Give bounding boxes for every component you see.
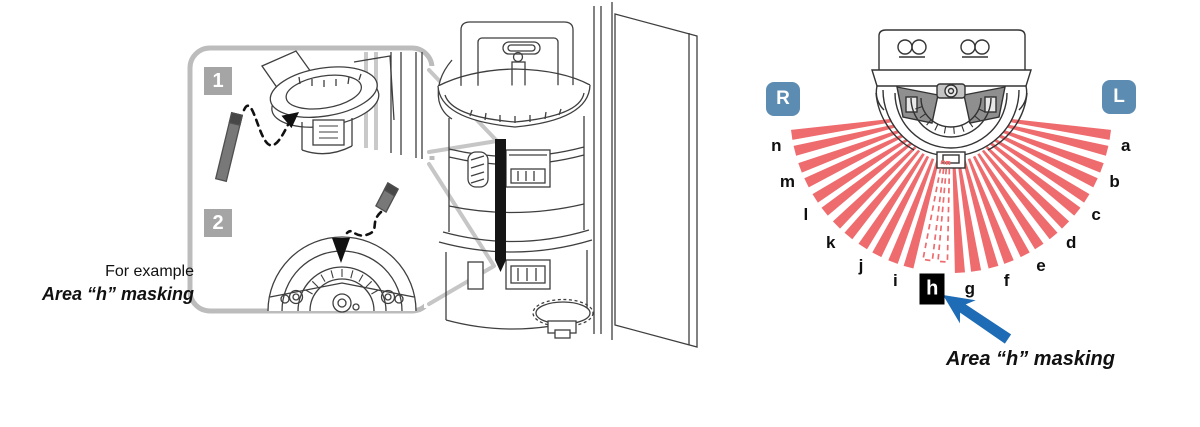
beam-n	[791, 117, 902, 140]
beam-c	[992, 137, 1090, 203]
beam-d	[985, 146, 1070, 229]
beam-fan	[791, 117, 1111, 273]
beam-j	[858, 153, 925, 250]
beam-m	[804, 132, 907, 188]
zone-label-c: c	[1091, 205, 1101, 224]
zone-label-m: m	[779, 172, 795, 192]
beam-b	[997, 128, 1104, 173]
beam-k	[844, 149, 921, 240]
beam-n	[793, 122, 903, 156]
beam-a	[1000, 117, 1111, 140]
masking-caption: Area “h” masking	[946, 348, 1115, 370]
zone-label-b: b	[1109, 172, 1120, 192]
step-badge-1: 1	[204, 67, 232, 95]
beam-l	[821, 141, 913, 216]
example-caption-line1: For example	[105, 263, 194, 280]
zone-label-l: l	[803, 205, 809, 224]
step1-art	[214, 50, 423, 183]
beam-i	[903, 159, 940, 269]
side-badge-l: L	[1102, 80, 1136, 114]
zone-label-d: d	[1066, 233, 1077, 253]
masking-seal-strip	[495, 139, 506, 272]
beam-masked-h	[937, 160, 951, 263]
side-badge-r: R	[766, 82, 800, 116]
beam-b	[995, 132, 1098, 188]
masking-arrow	[943, 295, 1012, 344]
beam-i	[888, 158, 935, 264]
zone-label-f: f	[1003, 271, 1010, 291]
beam-d	[981, 149, 1058, 240]
beam-j	[872, 155, 930, 258]
beam-k	[832, 146, 917, 229]
zone-label-i: i	[892, 271, 898, 291]
beam-m	[798, 128, 905, 173]
beam-g	[952, 161, 965, 273]
beam-masked-h	[921, 160, 946, 262]
step-badge-2: 2	[204, 209, 232, 237]
beam-f	[962, 159, 999, 269]
zone-label-h: h	[919, 273, 945, 305]
sensor-head-art	[871, 29, 1032, 169]
zone-label-k: k	[826, 233, 836, 253]
masked-beam-group	[921, 160, 951, 263]
zone-label-a: a	[1120, 136, 1131, 156]
zone-label-n: n	[771, 136, 782, 156]
beam-e	[977, 153, 1044, 250]
device-art	[437, 2, 698, 348]
zone-label-j: j	[858, 255, 864, 275]
beam-c	[989, 141, 1081, 216]
zone-label-g: g	[964, 279, 976, 298]
beam-e	[972, 155, 1030, 258]
beam-l	[812, 137, 910, 203]
beam-g	[957, 161, 982, 272]
beam-a	[999, 122, 1109, 156]
beam-f	[967, 158, 1014, 264]
step2-art	[267, 181, 417, 313]
example-caption-line2: Area “h” masking	[41, 284, 194, 304]
zone-label-e: e	[1036, 255, 1046, 275]
example-caption: For example Area “h” masking	[36, 262, 194, 306]
